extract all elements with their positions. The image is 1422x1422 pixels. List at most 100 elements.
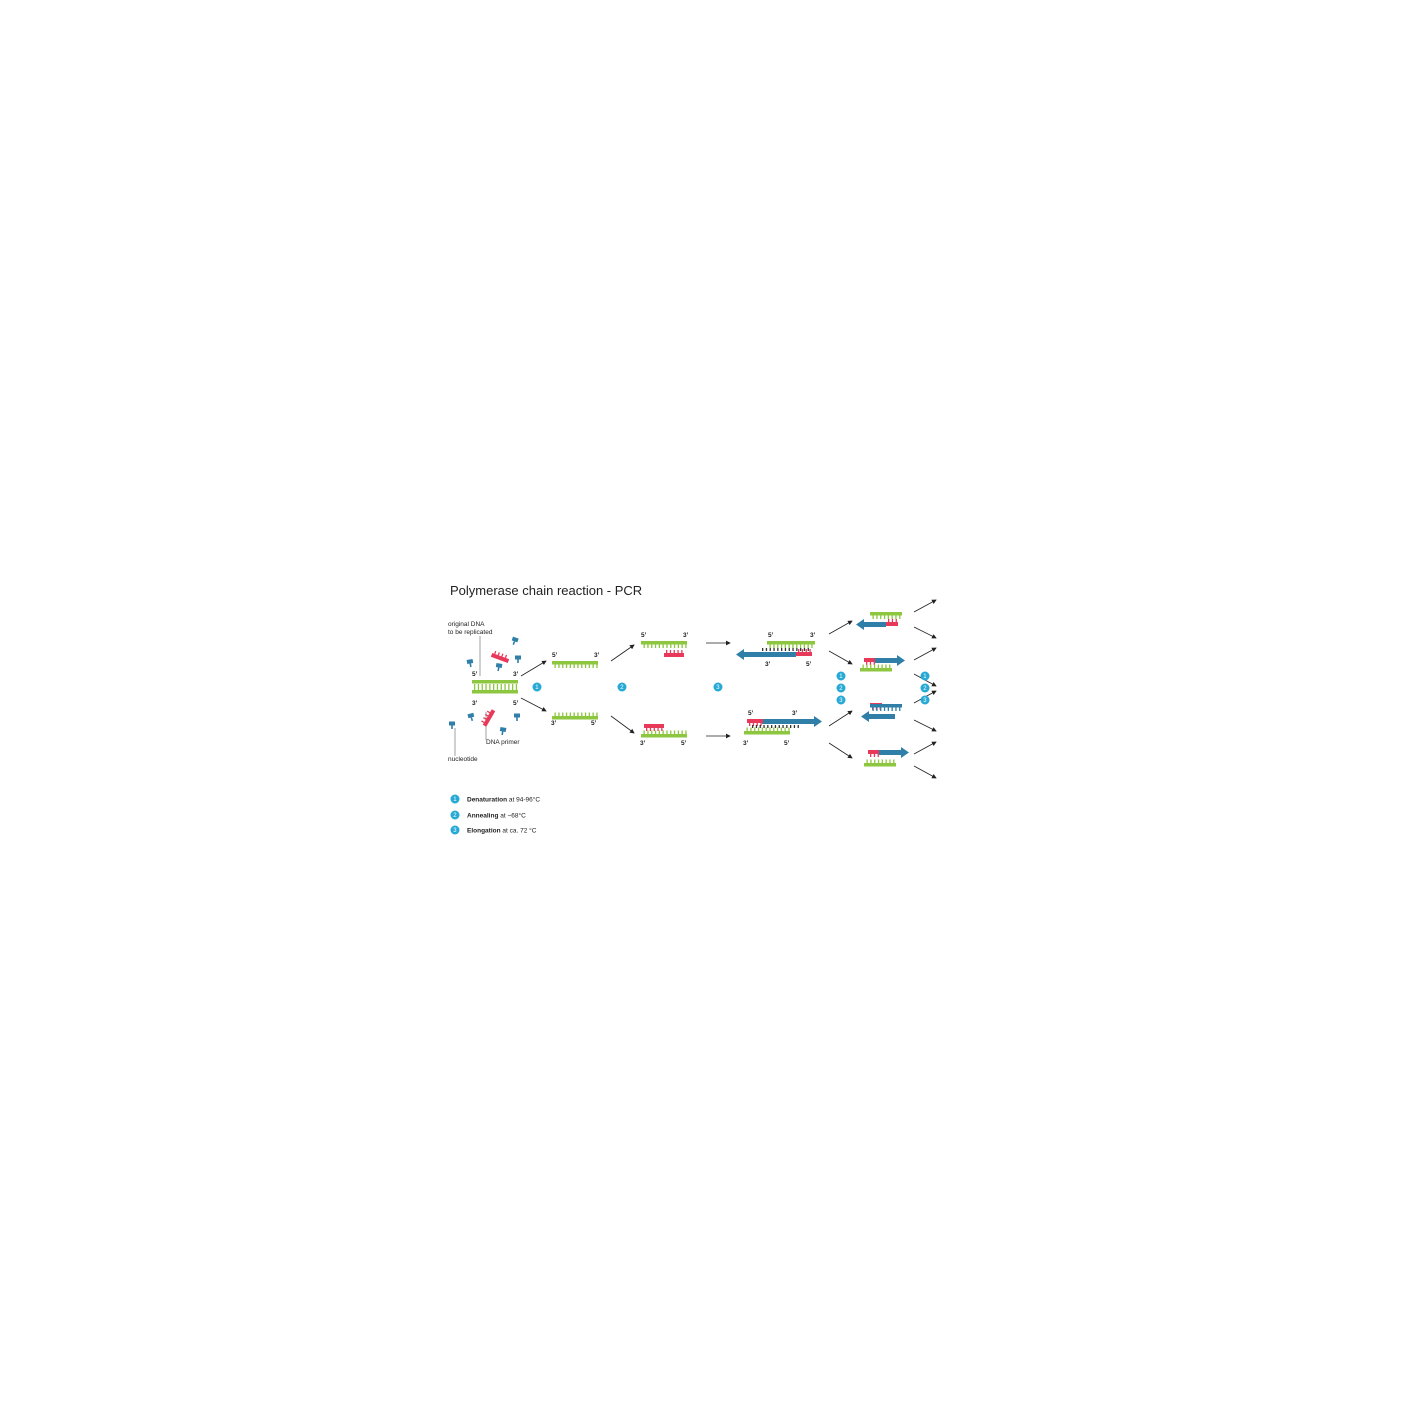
elongated-teeth-bottom [797,725,799,728]
copy-1-template-tooth [895,615,897,619]
annealed-strand-top-tooth [651,644,653,648]
copy-4-template-tooth [874,759,876,763]
nucleotide-icon-body [511,636,519,643]
original-teeth-bottom [481,687,483,690]
five-prime-label: 5’ [641,632,647,639]
original-teeth-top [477,684,480,687]
annealed-strand-bottom-tooth [670,730,672,734]
elongated-primer-top-tooth [809,649,811,652]
five-prime-label: 5’ [748,710,754,717]
original-teeth-top [496,684,499,687]
step-1-badge-main-num: 1 [535,685,539,691]
annealed-primer-top [664,653,684,657]
copy-4-template-tooth [885,759,887,763]
copy-1-template-tooth [883,615,886,619]
elongated-teeth-bottom [774,725,777,728]
copy-3-template-tooth [887,707,889,711]
elongated-teeth-top [803,648,806,651]
three-prime-label: 3’ [743,740,749,747]
copy-1-template-tooth [899,615,901,619]
step-2-badge-output-num: 2 [923,686,927,692]
nucleotide-icon [466,659,474,668]
original-strand-top [472,680,518,684]
nucleotide-icon-body [495,663,503,668]
free-primer-tooth [494,650,497,655]
five-prime-label: 5’ [806,661,812,668]
elongated-teeth-top [777,648,779,651]
elongated-teeth-bottom [782,725,784,728]
annealed-strand-top-tooth [670,644,672,648]
arrow-cycle-3 [828,710,853,727]
step-1-badge-output-num: 1 [923,674,927,680]
three-prime-label: 3’ [765,661,771,668]
copy-2-template-tooth [881,664,883,668]
copy-2-template-tooth [885,664,887,668]
copy-2-primer [864,658,876,662]
step-3-badge-main [713,682,723,692]
step-3-badge-cycle-num: 3 [839,698,843,704]
copy-2-primer-tooth [873,662,875,665]
separated-strand-bottom-tooth [588,712,590,716]
elongated-teeth-top [807,648,809,651]
annealed-strand-top-tooth [666,644,668,648]
arrow-cycle-4 [828,742,853,759]
annealed-primer-top-tooth [677,650,679,653]
separated-strand-bottom-tooth [558,712,560,716]
free-primer-tooth [486,710,491,714]
copy-4-primer-tooth [873,754,876,757]
annealed-strand-top-tooth [643,644,645,648]
three-prime-label: 3’ [640,740,646,747]
arrow-cycle-2 [828,650,853,665]
nucleotide-icon-body [514,713,520,718]
copy-4-template [864,763,896,767]
original-teeth-bottom [504,687,506,690]
elongated-primer-bottom-tooth [760,723,762,726]
nucleotide-icon-stem [497,667,500,672]
three-prime-label: 3’ [551,720,557,727]
five-prime-label: 5’ [513,700,519,707]
copy-4-template-tooth [893,759,895,763]
copy-1-template-tooth [880,615,882,619]
original-teeth-top [508,684,510,687]
arrow-output-1 [913,599,937,613]
copy-3-template-tooth [899,707,901,711]
elongated-template-bottom [744,731,790,735]
step-1-badge-cycle-num: 1 [839,674,843,680]
elongated-template-bottom-tooth [776,727,779,731]
annealed-strand-bottom-tooth [647,730,649,734]
step-2-badge-cycle-num: 2 [839,686,843,692]
copy-2-template-tooth [877,664,879,668]
free-primer-body [482,709,496,727]
elongated-teeth-top [800,648,802,651]
step-2-badge [450,810,460,820]
svg-text:Denaturation at 94-96°C: Denaturation at 94-96°C [467,796,540,804]
free-primer-tooth [501,653,504,657]
nucleotide-icon-stem [517,659,519,663]
elongated-teeth-bottom [790,725,792,728]
copy-3-new-strand [861,711,895,722]
elongated-primer-bottom-tooth [756,723,758,726]
annealed-strand-bottom-tooth [685,730,687,734]
annealed-primer-bottom-tooth [646,728,648,731]
elongated-template-bottom-tooth [773,727,775,731]
elongated-template-top [767,641,815,645]
step-3-badge-output [920,695,930,705]
step-3-badge [450,825,460,835]
elongated-teeth-bottom [771,725,773,728]
legend-rest-2: at ~68°C [498,812,526,820]
annealed-strand-bottom-tooth [662,730,664,734]
free-primer-tooth [481,720,485,724]
elongated-teeth-bottom [752,725,754,728]
elongated-template-top-tooth [777,644,779,648]
elongated-teeth-bottom [759,725,761,728]
separated-strand-top-tooth [596,664,598,668]
free-primer-tooth [483,717,487,720]
legend-item-elongation: 3 Elongation at ca. 72 °C [450,825,537,835]
copy-3-template [870,704,902,708]
five-prime-label: 5’ [768,632,774,639]
elongated-teeth-top [769,648,771,651]
elongated-template-top-tooth [807,644,809,648]
elongated-teeth-bottom [755,725,758,728]
legend-rest-1: at 94-96°C [507,796,540,804]
elongated-primer-top [796,652,812,656]
